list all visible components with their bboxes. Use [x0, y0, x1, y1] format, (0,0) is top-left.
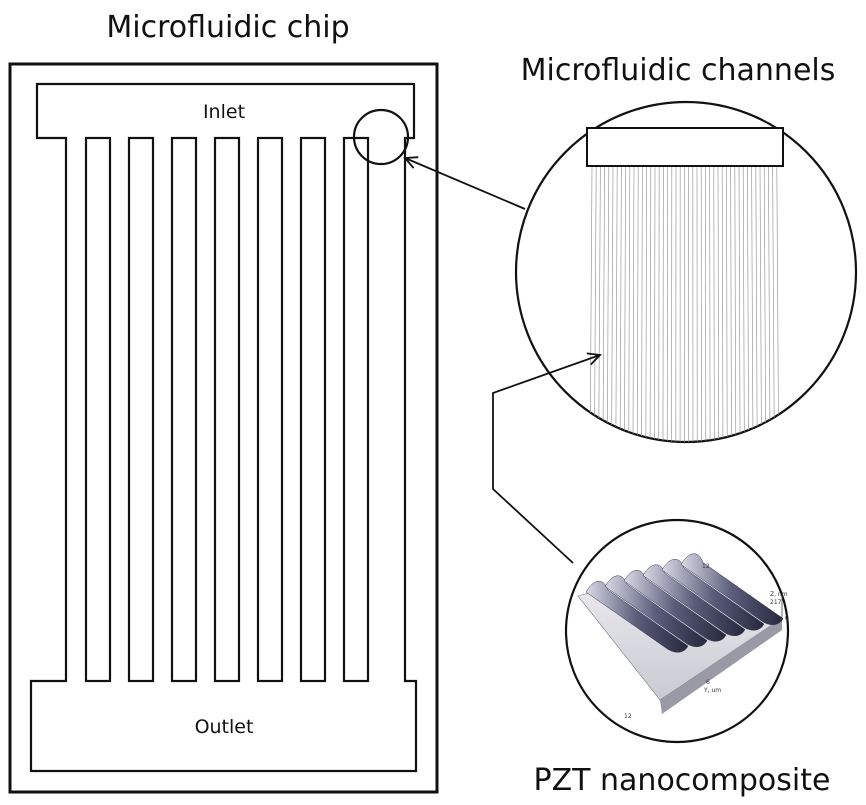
- svg-text:217: 217: [770, 599, 782, 606]
- pzt-arrow: [492, 355, 600, 564]
- channel-line: [619, 165, 622, 442]
- inlet-label: Inlet: [203, 101, 245, 123]
- channel-line: [721, 165, 724, 442]
- channel-line: [615, 165, 618, 442]
- surface-ridge: [680, 553, 784, 625]
- channel-line: [602, 165, 605, 442]
- surface-ridge: [642, 564, 746, 636]
- pzt-surface-image: [577, 553, 784, 714]
- channel-line: [751, 165, 754, 442]
- channel-line: [654, 165, 656, 442]
- channel-line: [606, 165, 610, 442]
- channel-line: [628, 165, 631, 442]
- svg-text:Y, um: Y, um: [703, 687, 721, 694]
- channel-line: [730, 165, 732, 442]
- channel-line: [713, 165, 715, 442]
- channel-line: [759, 165, 762, 442]
- channel-line: [755, 165, 758, 442]
- svg-text:12: 12: [624, 713, 632, 720]
- channel-line: [747, 165, 749, 442]
- channel-line: [632, 165, 635, 442]
- channel-line: [742, 165, 745, 442]
- outlet-label: Outlet: [195, 716, 254, 738]
- chip-title: Microfluidic chip: [106, 10, 349, 45]
- channel-line: [726, 165, 728, 442]
- pzt-axis-labels: Z, nm 217 0 12 6 Y, um 12: [624, 563, 789, 720]
- surface-ridge: [661, 559, 765, 631]
- channel-line: [624, 165, 626, 442]
- zoom-arrow: [405, 158, 526, 210]
- channels-label: Microfluidic channels: [521, 53, 836, 88]
- channel-line: [763, 165, 767, 442]
- channel-line: [772, 165, 775, 442]
- surface-ridge: [623, 570, 727, 642]
- channel-line: [776, 165, 779, 442]
- channel-line: [589, 165, 593, 442]
- svg-text:6: 6: [706, 679, 710, 686]
- channel-line: [636, 165, 639, 442]
- channel-line: [658, 165, 660, 442]
- channel-line: [738, 165, 741, 442]
- channel-line: [717, 165, 720, 442]
- zoom-circle: [352, 108, 410, 166]
- channel-line: [645, 165, 647, 442]
- channel-line: [734, 165, 737, 442]
- svg-text:0: 0: [785, 615, 789, 622]
- channel-walls: [84, 136, 370, 683]
- pzt-label: PZT nanocomposite: [534, 763, 831, 798]
- surface-ridge: [585, 581, 689, 653]
- channel-line: [649, 165, 652, 442]
- surface-ridge: [604, 575, 708, 647]
- chip-outline: [8, 62, 439, 794]
- channel-line: [594, 165, 597, 442]
- magnified-channel-lines: [589, 165, 779, 442]
- channel-line: [611, 165, 614, 442]
- svg-text:12: 12: [702, 563, 710, 570]
- svg-text:Z, nm: Z, nm: [770, 591, 788, 598]
- channel-line: [641, 165, 643, 442]
- magnified-inlet-edge: [586, 127, 784, 167]
- channel-network: [29, 82, 418, 773]
- channel-line: [768, 165, 771, 442]
- channel-line: [598, 165, 601, 442]
